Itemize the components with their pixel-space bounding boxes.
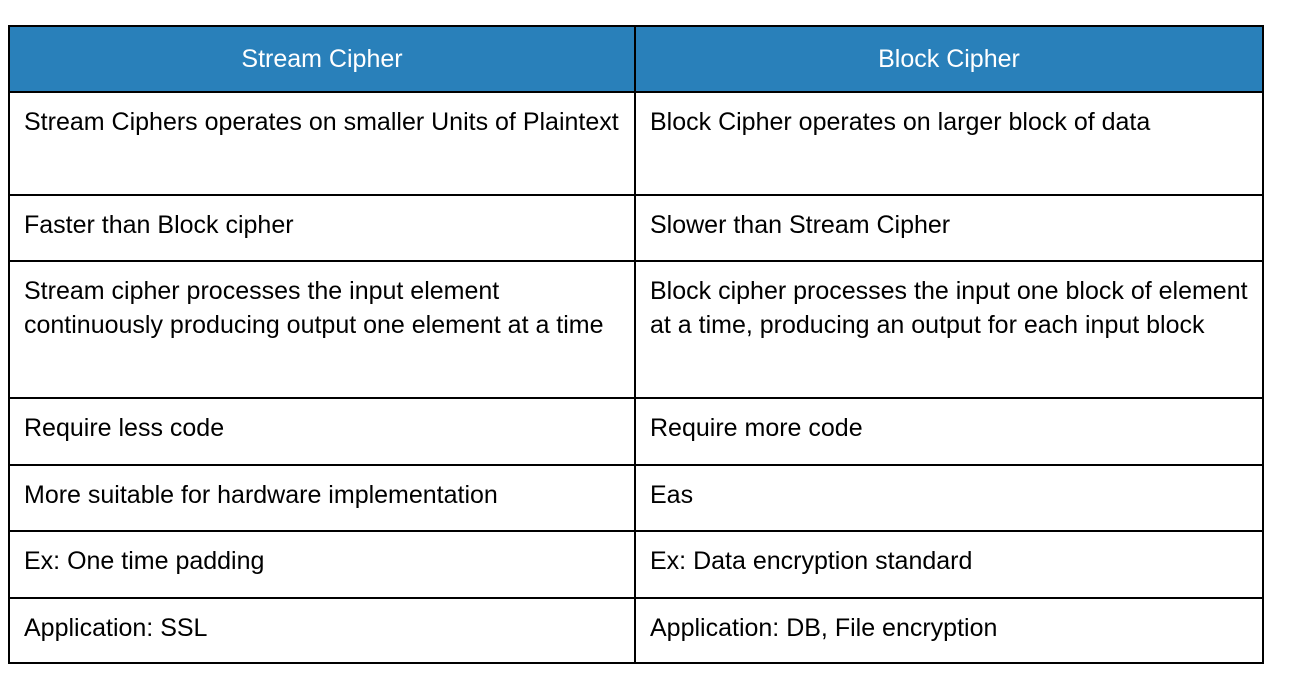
cell-text: Slower than Stream Cipher — [650, 211, 951, 239]
column-header-block-cipher: Block Cipher — [634, 25, 1264, 93]
table-row: More suitable for hardware implementatio… — [8, 464, 1264, 532]
table-body: Stream Ciphers operates on smaller Units… — [8, 91, 1264, 664]
cell-stream-cipher-5: More suitable for hardware implementatio… — [8, 464, 636, 532]
cell-text: Stream Ciphers operates on smaller Units… — [24, 108, 619, 136]
cell-block-cipher-5: Eas — [634, 464, 1264, 532]
cell-stream-cipher-1: Stream Ciphers operates on smaller Units… — [8, 91, 636, 196]
cell-text: Stream cipher processes the input elemen… — [24, 277, 604, 339]
table-row: Application: SSL Application: DB, File e… — [8, 597, 1264, 664]
cell-text: More suitable for hardware implementatio… — [24, 481, 498, 509]
table-row: Stream cipher processes the input elemen… — [8, 260, 1264, 399]
cipher-comparison-table: Stream Cipher Block Cipher Stream Cipher… — [8, 25, 1264, 664]
table-header-row: Stream Cipher Block Cipher — [8, 25, 1264, 93]
cell-block-cipher-4: Require more code — [634, 397, 1264, 466]
cell-text: Block cipher processes the input one blo… — [650, 277, 1248, 339]
cell-text: Block Cipher operates on larger block of… — [650, 108, 1151, 136]
cell-text: Ex: Data encryption standard — [650, 547, 973, 575]
cell-stream-cipher-6: Ex: One time padding — [8, 530, 636, 599]
cell-text: Eas — [650, 481, 694, 509]
cell-block-cipher-1: Block Cipher operates on larger block of… — [634, 91, 1264, 196]
cell-text: Require more code — [650, 414, 863, 442]
cell-block-cipher-6: Ex: Data encryption standard — [634, 530, 1264, 599]
table-row: Require less code Require more code — [8, 397, 1264, 466]
cell-text: Faster than Block cipher — [24, 211, 294, 239]
cell-text: Ex: One time padding — [24, 547, 265, 575]
cell-stream-cipher-4: Require less code — [8, 397, 636, 466]
cell-text: Application: DB, File encryption — [650, 614, 998, 642]
table-row: Stream Ciphers operates on smaller Units… — [8, 91, 1264, 196]
cell-text: Application: SSL — [24, 614, 208, 642]
cell-stream-cipher-3: Stream cipher processes the input elemen… — [8, 260, 636, 399]
table-header: Stream Cipher Block Cipher — [8, 25, 1264, 93]
cell-block-cipher-3: Block cipher processes the input one blo… — [634, 260, 1264, 399]
column-header-stream-cipher: Stream Cipher — [8, 25, 636, 93]
table-row: Ex: One time padding Ex: Data encryption… — [8, 530, 1264, 599]
cell-block-cipher-7: Application: DB, File encryption — [634, 597, 1264, 664]
cell-text: Require less code — [24, 414, 225, 442]
cell-block-cipher-2: Slower than Stream Cipher — [634, 194, 1264, 262]
table-row: Faster than Block cipher Slower than Str… — [8, 194, 1264, 262]
cell-stream-cipher-2: Faster than Block cipher — [8, 194, 636, 262]
cell-stream-cipher-7: Application: SSL — [8, 597, 636, 664]
